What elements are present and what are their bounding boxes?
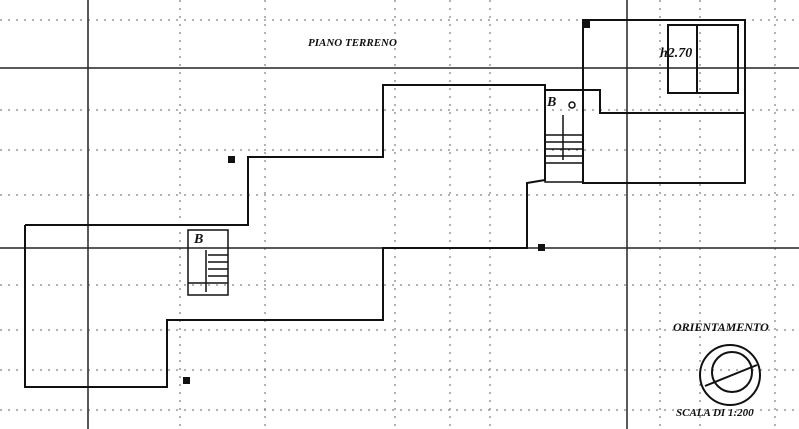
stairs-right <box>544 89 584 183</box>
building-outline <box>24 19 746 388</box>
stairs-left <box>187 229 229 296</box>
floor-title: PIANO TERRENO <box>308 37 397 49</box>
stair-label: B <box>194 232 204 247</box>
survey-markers <box>183 21 590 384</box>
orientation-compass <box>699 344 761 406</box>
scale-label: SCALA DI 1:200 <box>676 407 754 419</box>
height-label: h2.70 <box>660 46 693 61</box>
orientation-label: ORIENTAMENTO <box>673 320 769 334</box>
stair-label: B <box>547 95 557 110</box>
